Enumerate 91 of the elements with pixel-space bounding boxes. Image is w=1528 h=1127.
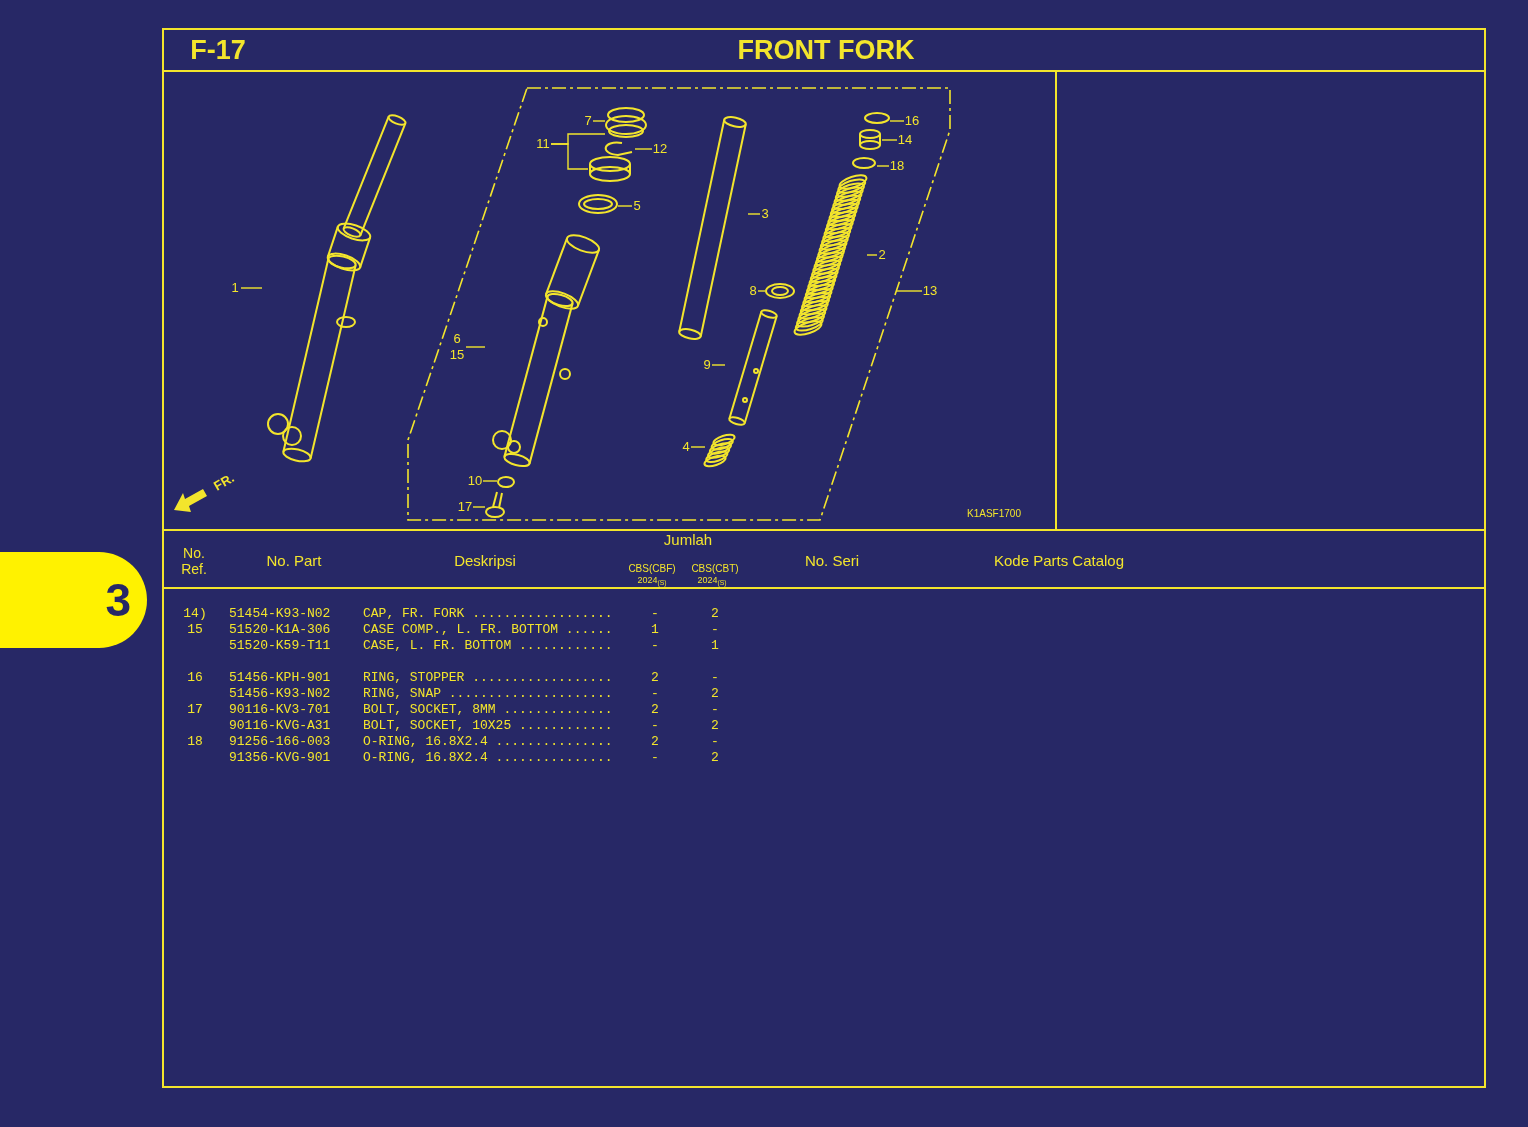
column-header: 2024$_{(S)}$ <box>697 574 727 586</box>
part-number: 90116-KVG-A31 <box>229 718 331 734</box>
quantity: 1 <box>710 638 720 654</box>
part-description: BOLT, SOCKET, 8MM .............. <box>363 702 613 718</box>
part-number: 51456-KPH-901 <box>229 670 331 686</box>
callout-number: 16 <box>904 113 920 129</box>
callout-number: 10 <box>467 473 483 489</box>
leader-line <box>465 346 486 348</box>
callout-number: 8 <box>749 283 757 299</box>
part-number: 91356-KVG-901 <box>229 750 331 766</box>
callout-number: 4 <box>682 439 690 455</box>
leader-line <box>876 165 890 167</box>
column-header: No. Part <box>266 550 322 571</box>
quantity: - <box>650 718 660 734</box>
column-header: No. Seri <box>804 550 860 571</box>
quantity: - <box>710 622 720 638</box>
ref-number: 15 <box>186 622 204 638</box>
quantity: - <box>650 686 660 702</box>
ref-number: 16 <box>186 670 204 686</box>
leader-line <box>747 213 761 215</box>
callout-number: 12 <box>652 141 668 157</box>
leader-line <box>472 506 486 508</box>
part-description: RING, SNAP ..................... <box>363 686 613 702</box>
ref-number: 17 <box>186 702 204 718</box>
section-code: F-17 <box>190 33 246 67</box>
drawing-code: K1ASF1700 <box>967 506 1021 521</box>
part-description: CAP, FR. FORK .................. <box>363 606 613 622</box>
callout-number: 7 <box>584 113 592 129</box>
part-description: CASE COMP., L. FR. BOTTOM ...... <box>363 622 613 638</box>
leader-line <box>240 287 263 289</box>
callout-number: 2 <box>878 247 886 263</box>
quantity: 2 <box>710 686 720 702</box>
part-description: BOLT, SOCKET, 10X25 ............ <box>363 718 613 734</box>
quantity: - <box>650 638 660 654</box>
column-header: Jumlah <box>663 529 713 550</box>
callout-number: 6 <box>453 331 461 347</box>
part-number: 51520-K1A-306 <box>229 622 331 638</box>
callout-number: 5 <box>633 198 641 214</box>
quantity: 1 <box>650 622 660 638</box>
quantity: - <box>710 670 720 686</box>
callout-number: 18 <box>889 158 905 174</box>
callout-number: 17 <box>457 499 473 515</box>
part-description: O-RING, 16.8X2.4 ............... <box>363 734 613 750</box>
callout-number: 15 <box>449 347 465 363</box>
part-number: 91256-166-003 <box>229 734 331 750</box>
leader-line <box>881 139 898 141</box>
part-number: 51454-K93-N02 <box>229 606 331 622</box>
direction-label: FR. <box>210 469 238 496</box>
leader-line <box>690 446 706 448</box>
quantity: - <box>650 750 660 766</box>
leader-line <box>889 120 905 122</box>
leader-line <box>866 254 878 256</box>
column-header: No. Ref. <box>180 545 208 577</box>
leader-line <box>617 205 633 207</box>
callout-number: 1 <box>231 280 239 296</box>
quantity: 2 <box>710 718 720 734</box>
leader-line <box>550 143 589 170</box>
column-header: Kode Parts Catalog <box>993 550 1125 571</box>
part-number: 90116-KV3-701 <box>229 702 331 718</box>
column-header: CBS(CBT) <box>691 561 739 576</box>
ref-number: 14) <box>182 606 208 622</box>
leader-line <box>482 480 498 482</box>
column-header: 2024$_{(S)}$ <box>637 574 667 586</box>
part-description: RING, STOPPER .................. <box>363 670 613 686</box>
part-number: 51520-K59-T11 <box>229 638 331 654</box>
ref-number: 18 <box>186 734 204 750</box>
leader-line <box>592 120 606 122</box>
leader-line <box>634 148 653 150</box>
part-description: CASE, L. FR. BOTTOM ............ <box>363 638 613 654</box>
callout-number: 13 <box>922 283 938 299</box>
column-header: Deskripsi <box>454 550 516 571</box>
quantity: 2 <box>650 734 660 750</box>
quantity: 2 <box>650 702 660 718</box>
callout-number: 14 <box>897 132 913 148</box>
column-header: CBS(CBF) <box>628 561 676 576</box>
section-tab: 3 <box>0 552 147 648</box>
callout-number: 11 <box>536 136 550 152</box>
quantity: 2 <box>710 606 720 622</box>
part-number: 51456-K93-N02 <box>229 686 331 702</box>
quantity: 2 <box>710 750 720 766</box>
quantity: 2 <box>650 670 660 686</box>
page-title: FRONT FORK <box>737 33 915 67</box>
leader-line <box>711 364 726 366</box>
quantity: - <box>650 606 660 622</box>
part-description: O-RING, 16.8X2.4 ............... <box>363 750 613 766</box>
callout-number: 3 <box>761 206 769 222</box>
callout-number: 9 <box>703 357 711 373</box>
leader-line <box>757 290 766 292</box>
quantity: - <box>710 734 720 750</box>
quantity: - <box>710 702 720 718</box>
leader-line <box>895 290 923 292</box>
